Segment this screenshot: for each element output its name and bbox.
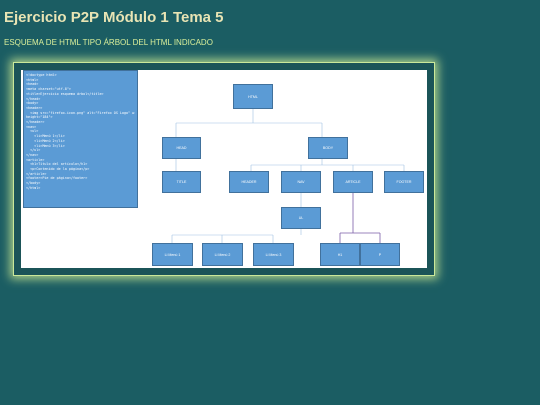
code-line: </header> bbox=[26, 120, 45, 125]
code-line: <meta charset="utf-8"> bbox=[26, 87, 71, 92]
code-line: <ul> bbox=[26, 129, 39, 134]
code-line: <title>Ejercicio esquema árbol</title> bbox=[26, 91, 104, 96]
code-line: <html> bbox=[26, 77, 39, 82]
connector-ul-li bbox=[171, 229, 302, 243]
code-line: </article> bbox=[26, 171, 47, 176]
code-line: </head> bbox=[26, 96, 41, 101]
code-line: <h1>Título del artículo</h1> bbox=[26, 162, 88, 167]
code-line: <li>Menú 3</li> bbox=[26, 143, 65, 148]
node-li-3: Li Menú 3 bbox=[253, 243, 294, 266]
code-line: <img src="firefox-icon.png" alt="Firefox… bbox=[30, 110, 135, 115]
code-line: </nav> bbox=[26, 152, 39, 157]
node-ul: UL bbox=[281, 207, 321, 229]
node-h1: H1 bbox=[320, 243, 360, 266]
code-line: <footer>Pie de página</footer> bbox=[26, 176, 88, 181]
code-line: <article> bbox=[26, 157, 45, 162]
code-line: </ul> bbox=[26, 148, 41, 153]
node-html: HTML bbox=[233, 84, 273, 109]
code-line: height="184"> bbox=[26, 115, 53, 120]
tree-connectors bbox=[171, 109, 405, 243]
code-line: </body> bbox=[26, 181, 41, 186]
node-footer: FOOTER bbox=[384, 171, 424, 193]
node-nav: NAV bbox=[281, 171, 321, 193]
node-p: P bbox=[360, 243, 400, 266]
code-line: <li>Menú 1</li> bbox=[26, 134, 65, 139]
connector-html-children bbox=[175, 109, 323, 137]
code-line: <body> bbox=[26, 101, 39, 106]
node-header: HEADER bbox=[229, 171, 269, 193]
node-body: BODY bbox=[308, 137, 348, 159]
node-title: TITLE bbox=[162, 171, 201, 193]
image-frame: <!doctype html><html><head><meta charset… bbox=[13, 62, 435, 276]
code-panel: <!doctype html><html><head><meta charset… bbox=[23, 70, 138, 208]
code-line: <p>Contenido de la página</p> bbox=[26, 167, 90, 172]
node-li-1: Li Menú 1 bbox=[152, 243, 193, 266]
code-line: <header> bbox=[26, 105, 43, 110]
code-line: <!doctype html> bbox=[26, 73, 57, 77]
page-subtitle: ESQUEMA DE HTML TIPO ÁRBOL DEL HTML INDI… bbox=[4, 38, 213, 47]
page-title: Ejercicio P2P Módulo 1 Tema 5 bbox=[4, 9, 224, 26]
node-head: HEAD bbox=[162, 137, 201, 159]
tree-diagram: <!doctype html><html><head><meta charset… bbox=[21, 70, 427, 268]
code-line: <nav> bbox=[26, 124, 37, 129]
code-line: </html> bbox=[26, 185, 41, 190]
connector-article-children bbox=[339, 193, 381, 243]
code-line: <li>Menú 2</li> bbox=[26, 138, 65, 143]
node-article: ARTICLE bbox=[333, 171, 373, 193]
code-line: <head> bbox=[26, 82, 39, 87]
node-li-2: Li Menú 2 bbox=[202, 243, 243, 266]
connector-body-children bbox=[250, 159, 405, 171]
